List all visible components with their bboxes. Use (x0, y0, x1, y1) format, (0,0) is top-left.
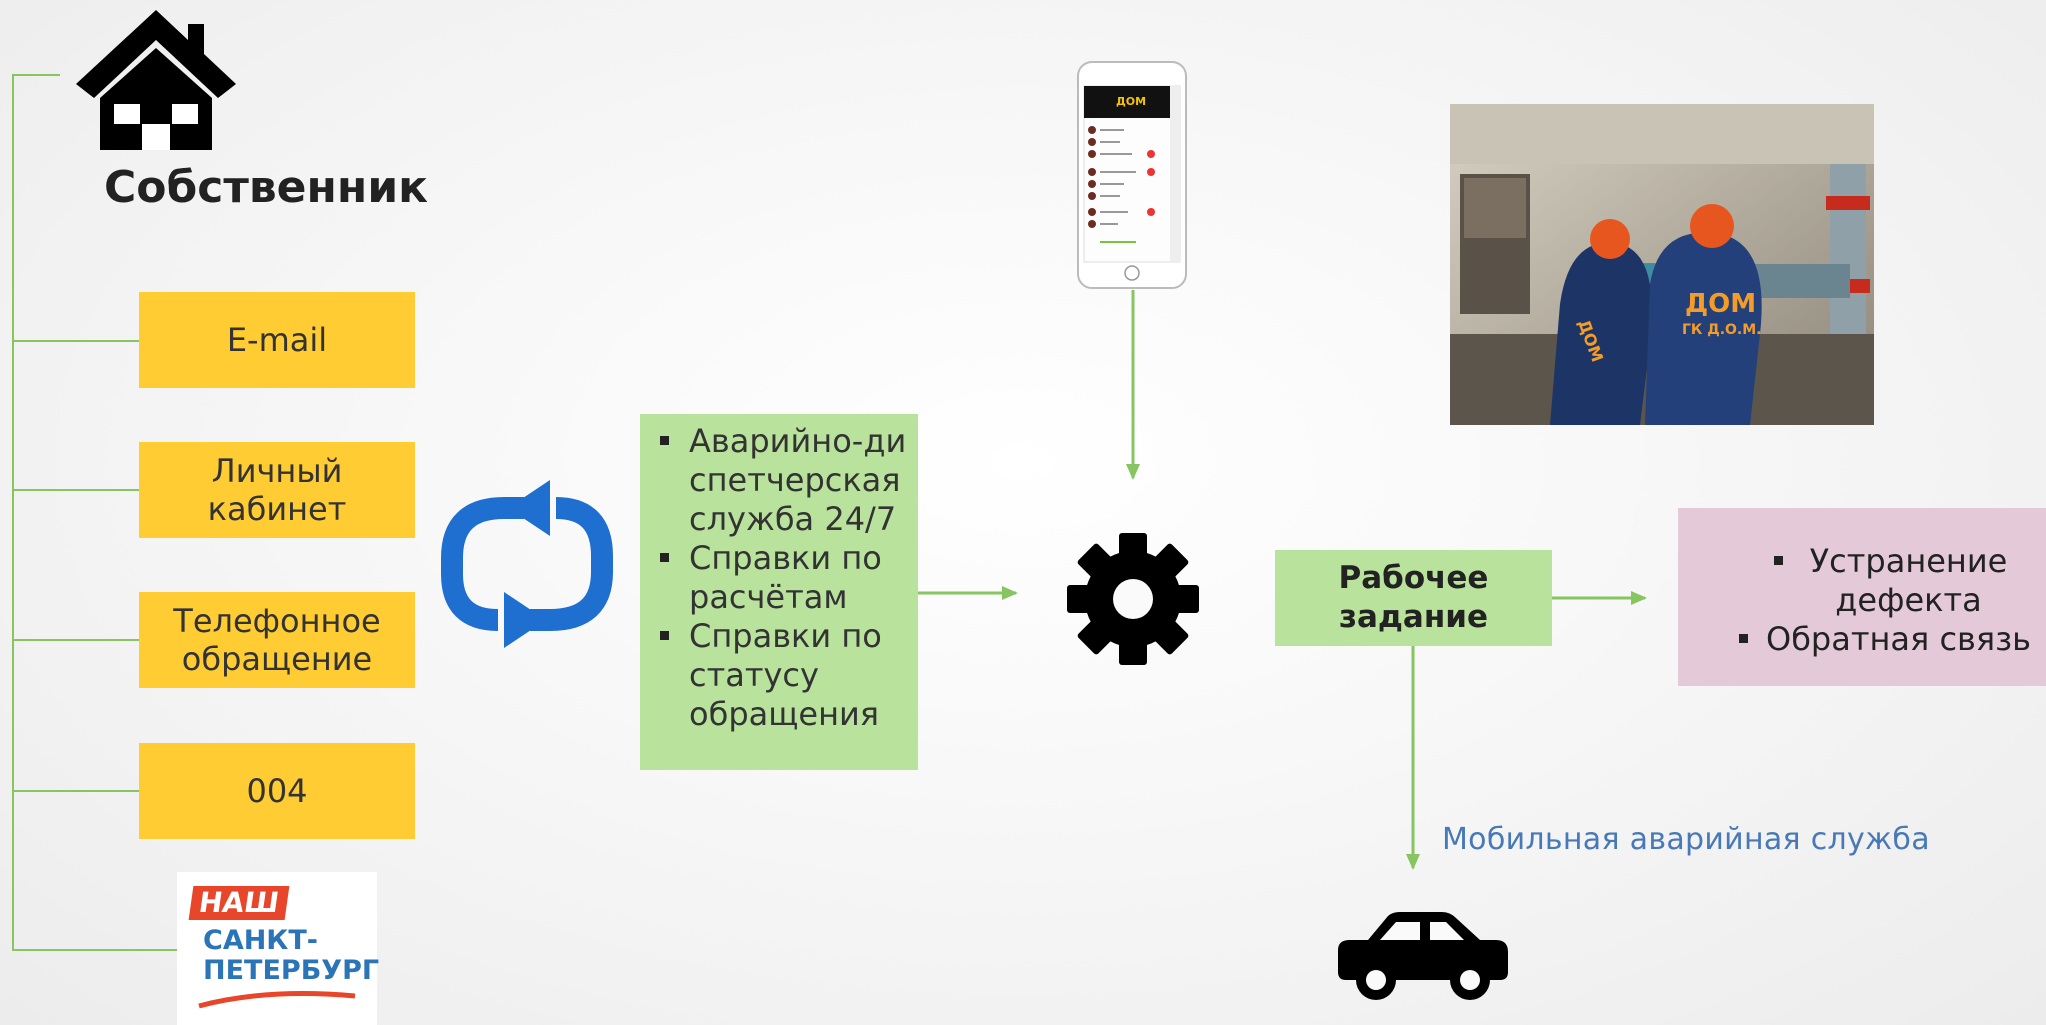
outcomes-box (1678, 508, 2046, 686)
smartphone-app: ДОМ (1076, 60, 1188, 290)
svg-text:ГК Д.О.М.: ГК Д.О.М. (1682, 322, 1762, 338)
work-order-box: Рабочее задание (1275, 550, 1552, 646)
channel-email: E-mail (139, 292, 415, 388)
owner-bracket-line (12, 74, 177, 951)
refresh-icon (441, 480, 613, 648)
services-item: Аварийно-диспетчерская служба 24/7 (660, 422, 910, 539)
bullet-icon (660, 631, 669, 640)
bullet-icon (1739, 634, 1748, 643)
svg-text:ДОМ: ДОМ (1116, 95, 1146, 108)
services-list: Аварийно-диспетчерская служба 24/7 Справ… (660, 422, 910, 734)
logo-swoosh (198, 991, 356, 1009)
car-icon (1338, 912, 1508, 1000)
bullet-icon (660, 553, 669, 562)
svg-text:ДОМ: ДОМ (1685, 289, 1756, 319)
channel-personal-account: Личный кабинет (139, 442, 415, 538)
logo-sankt: САНКТ- (203, 925, 319, 956)
bullet-icon (1774, 556, 1783, 565)
services-box (640, 414, 918, 770)
channel-phone-call: Телефонное обращение (139, 592, 415, 688)
mobile-service-label: Мобильная аварийная служба (1442, 822, 1930, 857)
channel-004: 004 (139, 743, 415, 839)
owner-label: Собственник (104, 162, 429, 213)
services-item: Справки по статусу обращения (660, 617, 910, 734)
outcome-item: Устранение дефекта (1750, 542, 2020, 620)
services-item: Справки по расчётам (660, 539, 910, 617)
outcomes-list: Устранение дефекта Обратная связь (1739, 542, 2031, 659)
nash-sankt-peterburg-logo: НАШ САНКТ- ПЕТЕРБУРГ (177, 872, 380, 1025)
bullet-icon (660, 436, 669, 445)
gear-icon (1067, 533, 1199, 665)
logo-peterburg: ПЕТЕРБУРГ (203, 955, 380, 986)
outcome-item: Обратная связь (1739, 620, 2031, 659)
work-order-label: Рабочее задание (1338, 560, 1489, 635)
workers-photo: ДОМ ГК Д.О.М. ДОМ (1450, 104, 1874, 425)
logo-nash: НАШ (188, 886, 290, 920)
house-icon (76, 10, 236, 150)
